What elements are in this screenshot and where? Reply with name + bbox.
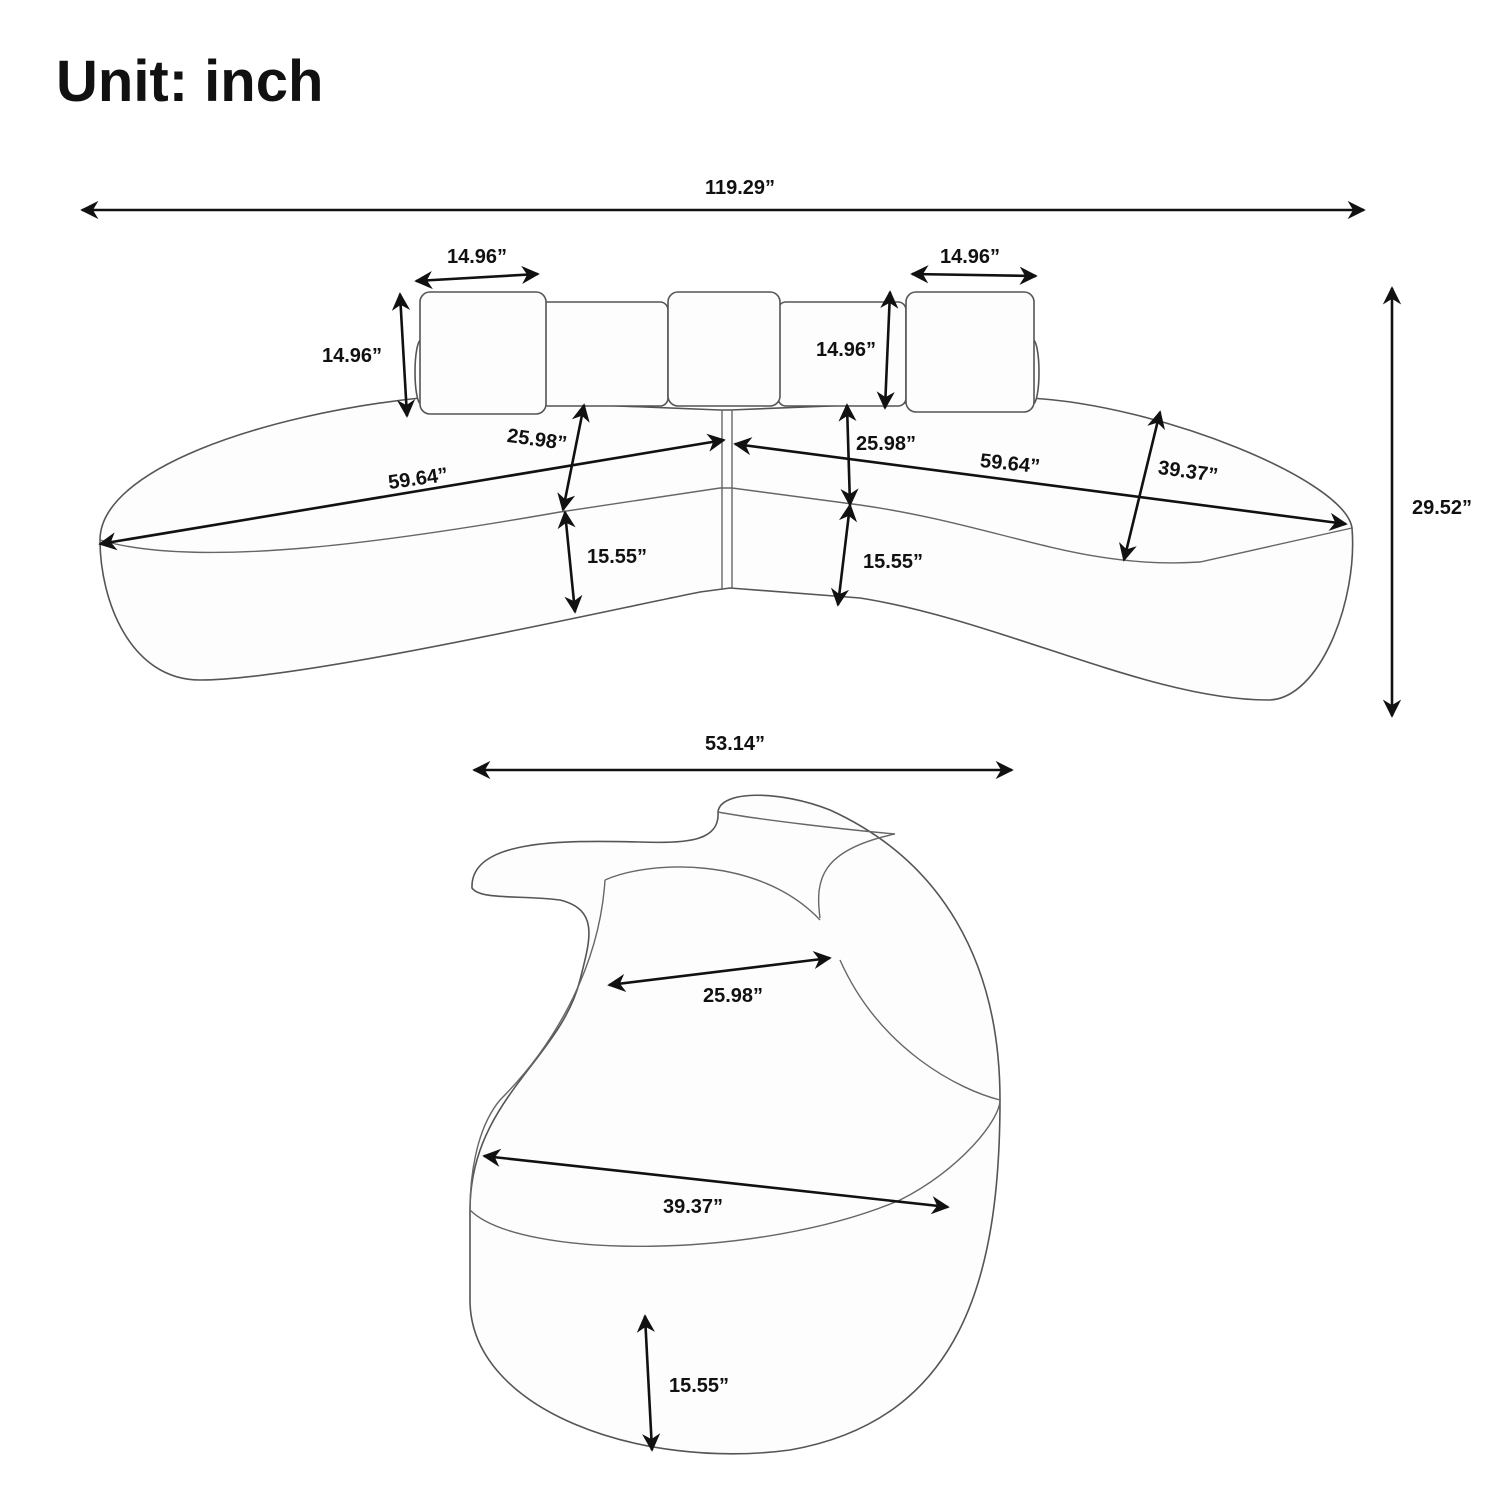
dim-pillow-height-left (391, 292, 416, 418)
ottoman-drawing (469, 794, 1001, 1455)
label-ottoman-seat-height: 15.55” (669, 1375, 729, 1397)
dim-section-length-right (733, 437, 1348, 531)
pillow-center (667, 291, 781, 407)
ottoman-back-seam (717, 811, 896, 919)
label-pillow-height-left: 14.96” (322, 345, 382, 367)
label-ottoman-width: 39.37” (663, 1196, 723, 1218)
pillow-left (419, 291, 547, 415)
pillow-right (905, 291, 1035, 413)
label-overall-height: 29.52” (1412, 497, 1472, 519)
dim-pillow-width-right (910, 265, 1038, 285)
label-ottoman-overall-width: 53.14” (705, 733, 765, 755)
dim-ottoman-width (482, 1148, 950, 1215)
label-seat-height-right: 15.55” (863, 551, 923, 573)
label-ottoman-seat-depth: 25.98” (703, 985, 763, 1007)
dim-section-length-left (98, 433, 726, 551)
label-pillow-width-right: 14.96” (940, 246, 1000, 268)
dim-ottoman-seat-height (636, 1314, 661, 1452)
label-pillow-width-left: 14.96” (447, 246, 507, 268)
dim-ottoman-seat-depth (607, 950, 832, 993)
ottoman-seat-top (469, 866, 1001, 1247)
dim-pillow-height-right (876, 290, 899, 410)
label-seat-height-left: 15.55” (587, 546, 647, 568)
unit-title: Unit: inch (56, 49, 324, 114)
dim-seat-height-right (830, 503, 858, 607)
label-seat-depth-right: 25.98” (856, 433, 916, 455)
dim-end-depth (1119, 410, 1165, 562)
ottoman-body (469, 794, 1001, 1455)
dim-pillow-width-left (414, 265, 540, 290)
sofa-drawing (99, 291, 1354, 701)
back-cushion-left (539, 301, 669, 407)
label-pillow-height-right: 14.96” (816, 339, 876, 361)
label-overall-width: 119.29” (705, 177, 775, 199)
dim-seat-height-left (557, 510, 583, 614)
